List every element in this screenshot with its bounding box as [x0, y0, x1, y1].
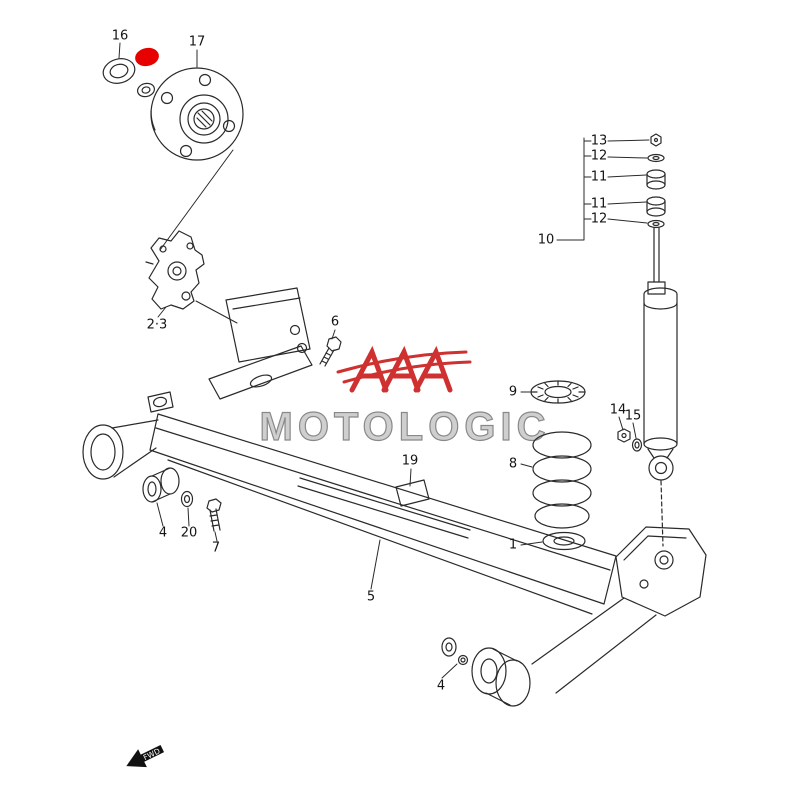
part-label-4-rear[interactable]: 4: [436, 678, 446, 694]
part-label-4-front[interactable]: 4: [158, 525, 168, 541]
knuckle-part-2-3: [145, 230, 205, 310]
part-label-10[interactable]: 10: [537, 232, 555, 248]
washer-part-15: [631, 438, 643, 452]
washer-part-12-lower: [647, 219, 665, 229]
small-washer-part: [137, 82, 155, 98]
part-label-15[interactable]: 15: [624, 408, 642, 424]
part-label-9[interactable]: 9: [508, 384, 518, 400]
part-label-12-lower[interactable]: 12: [590, 211, 608, 227]
part-label-13[interactable]: 13: [590, 133, 608, 149]
stay-plate: [208, 345, 313, 400]
part-label-8[interactable]: 8: [508, 456, 518, 472]
washer-part-20: [180, 490, 194, 508]
part-label-11-upper[interactable]: 11: [590, 169, 608, 185]
wheel-hub-part-17: [150, 67, 244, 161]
spring-seat-part-1: [542, 531, 586, 551]
spring-seat-part-9: [530, 380, 586, 404]
coil-spring-part-8: [532, 431, 592, 529]
watermark-text: MOTOLOGIC: [260, 405, 551, 449]
shock-absorber-part-10: [643, 227, 678, 547]
highlight-marker[interactable]: [133, 46, 160, 69]
part-label-11-lower[interactable]: 11: [590, 196, 608, 212]
fwd-arrow-icon: FWD: [126, 744, 165, 768]
brand-logo-icon: [336, 345, 472, 393]
part-label-12-upper[interactable]: 12: [590, 148, 608, 164]
watermark: MOTOLOGIC: [259, 345, 551, 450]
part-label-20[interactable]: 20: [180, 525, 198, 541]
part-label-14[interactable]: 14: [609, 402, 627, 418]
shock-mount-bracket: [615, 526, 707, 617]
bolt-part-7: [206, 498, 222, 532]
leader-lines: [118, 42, 650, 679]
bolt-part-6: [319, 336, 342, 367]
part-label-5[interactable]: 5: [366, 589, 376, 605]
washer-part-12-upper: [647, 153, 665, 163]
axle-beam-part-5: [82, 391, 617, 615]
part-label-17[interactable]: 17: [188, 34, 206, 50]
bushing-part-4-front: [142, 467, 180, 503]
bump-stopper-part-11-upper: [646, 169, 666, 190]
mount-bracket: [225, 287, 311, 363]
nut-part-14: [617, 428, 631, 443]
part-label-2-3[interactable]: 2·3: [146, 317, 168, 333]
part-label-16[interactable]: 16: [111, 28, 129, 44]
seal-ring-part-16: [102, 58, 136, 84]
bump-stopper-part-11-lower: [646, 196, 666, 217]
trailing-arm-rear: [441, 597, 657, 707]
label-plate-part-19: [395, 479, 430, 507]
part-label-19[interactable]: 19: [401, 453, 419, 469]
nut-part-13: [650, 133, 662, 147]
part-label-6[interactable]: 6: [330, 314, 340, 330]
part-label-7[interactable]: 7: [211, 540, 221, 556]
part-label-1[interactable]: 1: [508, 537, 518, 553]
